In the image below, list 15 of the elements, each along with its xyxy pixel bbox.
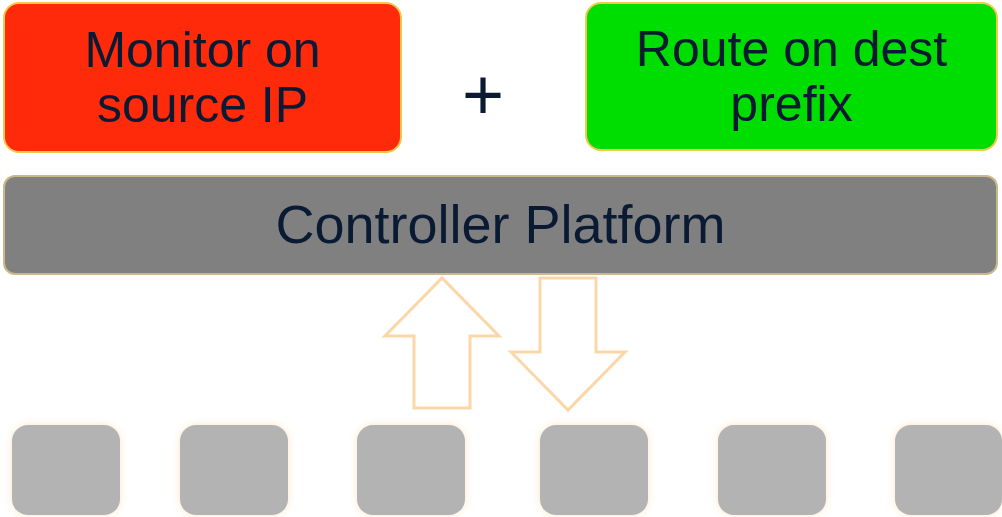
- node-label: Controller Platform: [274, 195, 727, 255]
- plus-sign: +: [462, 58, 505, 130]
- block-arrow: [507, 276, 629, 413]
- block-arrow: [381, 275, 503, 410]
- switch-box: [895, 425, 1002, 515]
- switch-box: [357, 425, 465, 515]
- switch-box: [180, 425, 288, 515]
- switch-box: [12, 425, 120, 515]
- switch-box: [540, 425, 648, 515]
- process-box: [585, 2, 998, 151]
- node-label: Route on dest prefix: [634, 21, 949, 132]
- node-label: Monitor on source IP: [83, 22, 322, 133]
- platform-bar: [3, 175, 998, 275]
- switch-box: [718, 425, 826, 515]
- process-box: [3, 2, 402, 153]
